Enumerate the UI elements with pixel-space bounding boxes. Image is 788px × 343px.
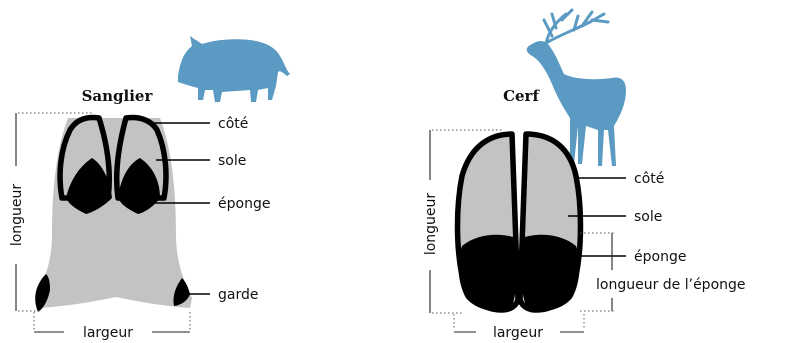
boar-label-longueur: longueur [9, 184, 25, 247]
boar-label-cote: côté [218, 116, 248, 132]
boar-silhouette-icon [178, 36, 290, 102]
boar-label-eponge: éponge [218, 196, 270, 212]
deer-label-longueur: longueur [423, 193, 439, 256]
deer-label-longueur-eponge: longueur de l’éponge [596, 277, 746, 293]
deer-label-sole: sole [634, 209, 662, 225]
deer-section: Cerf côté sole éponge longueur de l’épon… [423, 10, 746, 341]
boar-label-sole: sole [218, 153, 246, 169]
deer-label-eponge: éponge [634, 249, 686, 265]
boar-label-largeur: largeur [83, 325, 133, 341]
boar-section: Sanglier côté sole éponge garde longueur [9, 36, 290, 341]
deer-label-largeur: largeur [493, 325, 543, 341]
deer-label-cote: côté [634, 171, 664, 187]
boar-title: Sanglier [82, 87, 154, 105]
boar-label-garde: garde [218, 287, 258, 303]
boar-sole [36, 118, 192, 308]
deer-eponge-left [459, 235, 517, 312]
deer-title: Cerf [503, 87, 540, 105]
deer-eponge-right [521, 235, 579, 312]
